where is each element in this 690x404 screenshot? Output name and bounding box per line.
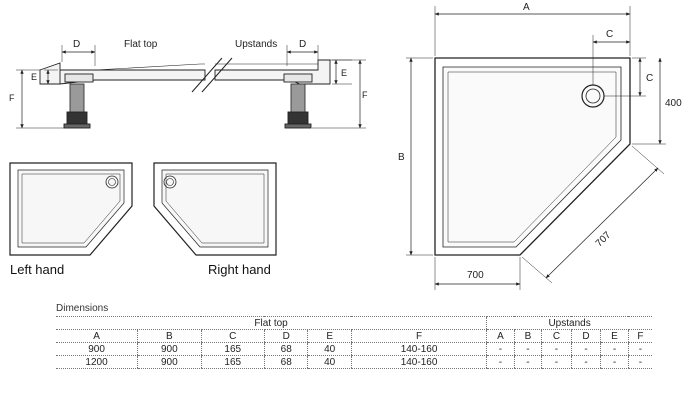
break-line [191,57,233,93]
label-a: A [523,2,530,13]
label-400: 400 [665,98,682,109]
column-header: A [56,329,138,343]
right-hand-tray [153,162,277,256]
table-cell: 140-160 [350,355,487,369]
table-cell: 165 [200,355,265,369]
table-cell: 900 [137,342,202,356]
table-cell: 140-160 [350,342,487,356]
table-cell: 40 [307,342,352,356]
column-header: C [541,329,572,343]
table-cell: 68 [263,355,308,369]
foot-left [63,73,94,129]
table-cell: - [513,355,542,369]
dimensions-title: Dimensions [56,303,109,314]
label-707: 707 [594,229,614,249]
foot-right [283,73,313,129]
label-flat-top: Flat top [124,39,158,50]
column-header: D [570,329,601,343]
column-header: B [513,329,542,343]
left-hand-tray [9,162,133,256]
label-700: 700 [467,270,484,281]
column-header: F [350,329,487,343]
plan-view [406,6,666,290]
label-left-hand: Left hand [10,262,65,277]
label-right-hand: Right hand [208,262,271,277]
label-f-right: F [362,90,368,100]
table-group-row: Flat top Upstands [56,316,652,330]
table-cell: - [627,342,652,356]
column-header: D [263,329,308,343]
tray-profile-right [214,59,331,85]
table-cell: - [570,355,601,369]
label-e-right: E [341,68,347,78]
label-e-left: E [31,72,37,82]
column-header: C [200,329,265,343]
column-header: F [627,329,652,343]
table-cell: 165 [200,342,265,356]
side-elevation [16,45,366,129]
table-cell: - [570,342,601,356]
label-b: B [398,152,405,163]
label-c-right: C [646,73,653,84]
waste-icon [105,175,119,189]
group-upstands: Upstands [486,316,652,330]
waste-icon [163,175,177,189]
column-header: E [307,329,352,343]
table-cell: 40 [307,355,352,369]
table-cell: - [486,342,515,356]
table-cell: 1200 [56,355,138,369]
column-header: A [486,329,515,343]
table-cell: 900 [56,342,138,356]
column-header: E [600,329,629,343]
group-flat-top: Flat top [56,316,487,330]
table-cell: - [600,355,629,369]
table-cell: - [513,342,542,356]
table-cell: 68 [263,342,308,356]
label-d-left: D [73,39,80,50]
table-cell: - [486,355,515,369]
table-cell: - [541,342,572,356]
label-upstands: Upstands [235,39,277,50]
table-cell: - [600,342,629,356]
label-d-right: D [299,39,306,50]
column-header: B [137,329,202,343]
label-f-left: F [9,93,15,103]
table-cell: 900 [137,355,202,369]
label-c-top: C [606,29,613,40]
table-cell: - [541,355,572,369]
table-cell: - [627,355,652,369]
